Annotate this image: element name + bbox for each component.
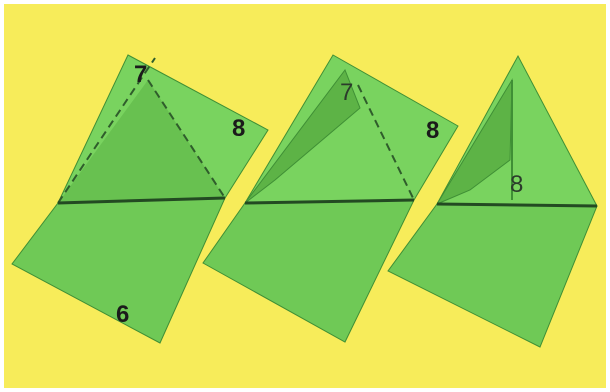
left-label-right: 8: [232, 115, 245, 142]
left-label-bottom: 6: [116, 301, 129, 328]
middle-label-right: 8: [426, 117, 439, 144]
middle-label-top: 7: [340, 79, 353, 106]
right-label-center: 8: [510, 171, 523, 198]
left-label-top: 7: [134, 61, 147, 88]
right-crease: [437, 204, 597, 206]
